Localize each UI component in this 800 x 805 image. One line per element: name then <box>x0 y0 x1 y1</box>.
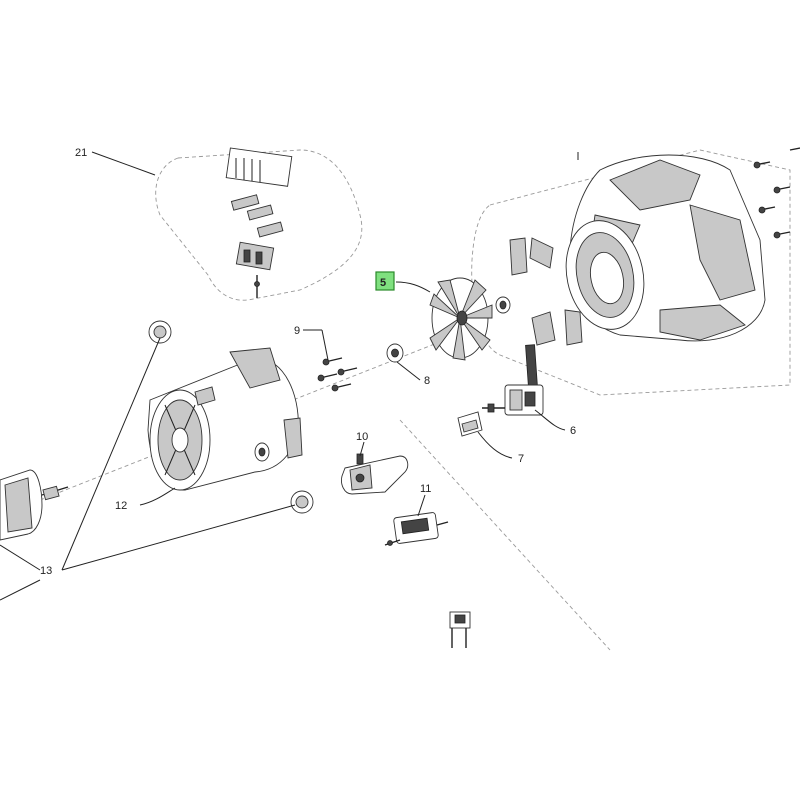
housing-screws <box>753 147 800 239</box>
part-11-brush <box>384 512 449 546</box>
callout-6: 6 <box>570 425 576 437</box>
callout-12: 12 <box>115 500 127 512</box>
callout-7: 7 <box>518 453 524 465</box>
callout-8: 8 <box>424 375 430 387</box>
part-12-motor-stator <box>147 347 303 491</box>
lower-connector <box>449 611 471 648</box>
axis-line-lower <box>399 419 611 651</box>
part-10-brush-holder <box>341 453 409 495</box>
motor-housing <box>565 147 800 342</box>
part-6-switch <box>482 344 544 416</box>
callout-21: 21 <box>75 147 87 159</box>
callout-13: 13 <box>40 565 52 577</box>
magnet-segments <box>509 237 583 346</box>
rotor-armature <box>0 469 69 541</box>
group-outline-21 <box>155 149 363 301</box>
callout-5: 5 <box>380 277 386 289</box>
callout-10: 10 <box>356 431 368 443</box>
callout-9: 9 <box>294 325 300 337</box>
part-21-terminal-assembly <box>225 147 293 298</box>
part-7-clip <box>457 411 483 437</box>
callout-5-highlight <box>375 271 395 291</box>
part-13-bearings <box>148 320 314 514</box>
leader-lines <box>0 151 579 601</box>
part-9-screws <box>317 357 358 392</box>
part-5-fan-impeller <box>429 277 511 361</box>
part-8-bearing <box>386 343 404 363</box>
callout-11: 11 <box>420 483 431 495</box>
